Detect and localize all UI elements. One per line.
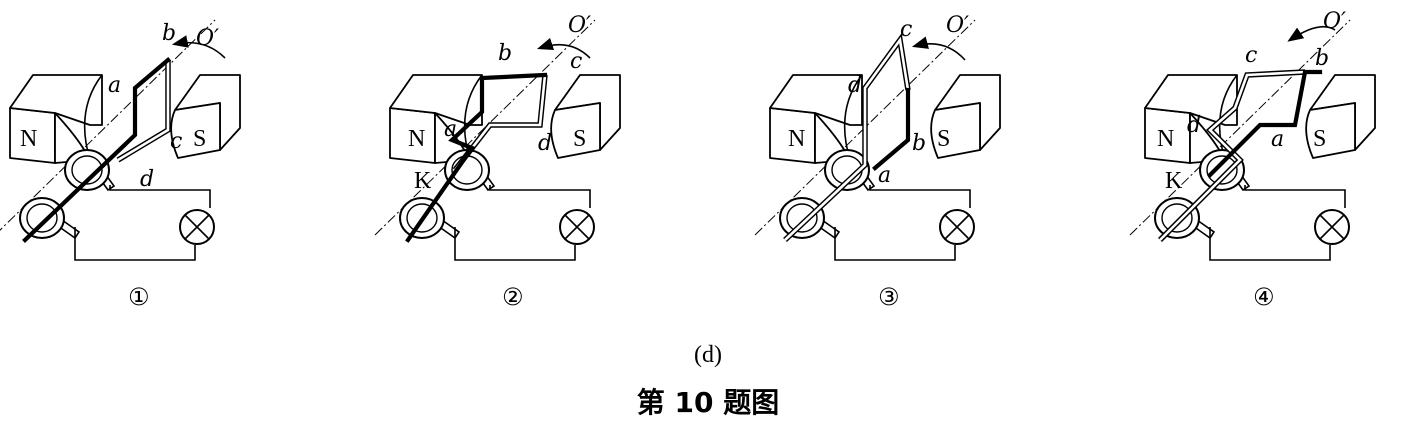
switch-k-label: K bbox=[1165, 168, 1183, 194]
magnet-n-label: N bbox=[408, 126, 425, 152]
label-a: a bbox=[444, 117, 457, 142]
magnet-s-label: S bbox=[1313, 126, 1326, 152]
label-c: c bbox=[570, 49, 582, 74]
panel-3: O′ c d b a N S ③ bbox=[754, 13, 1001, 311]
label-o-prime: O′ bbox=[568, 13, 591, 38]
label-a: a bbox=[878, 163, 891, 188]
switch-k-label: K bbox=[414, 168, 432, 194]
label-d: d bbox=[140, 167, 154, 192]
label-c: c bbox=[1245, 43, 1257, 68]
panel-number: ② bbox=[502, 283, 524, 311]
label-d: d bbox=[538, 131, 552, 156]
label-o-prime: O′ bbox=[196, 26, 219, 51]
magnet-s-label: S bbox=[937, 126, 950, 152]
panel-4: O′ c b d a N S K ④ bbox=[1129, 9, 1376, 311]
figure-caption: 第 10 题图 bbox=[637, 386, 779, 419]
label-b: b bbox=[1315, 46, 1329, 71]
label-b: b bbox=[162, 21, 176, 46]
magnet-s-label: S bbox=[193, 126, 206, 152]
label-a: a bbox=[1271, 127, 1284, 152]
label-c: c bbox=[900, 17, 912, 42]
magnet-n-label: N bbox=[1157, 126, 1174, 152]
label-c: c bbox=[170, 129, 182, 154]
panel-1: O′ b a c d N S ① bbox=[0, 19, 241, 311]
panel-number: ① bbox=[128, 283, 150, 311]
magnet-s-label: S bbox=[573, 126, 586, 152]
label-b: b bbox=[912, 131, 926, 156]
magnet-n-label: N bbox=[788, 126, 805, 152]
magnet-n-label: N bbox=[20, 126, 37, 152]
panel-number: ④ bbox=[1253, 283, 1275, 311]
label-a: a bbox=[108, 73, 121, 98]
label-o-prime: O′ bbox=[1323, 9, 1346, 34]
panel-2: O′ b c a d N S K ② bbox=[374, 13, 621, 311]
subfigure-caption: (d) bbox=[694, 342, 722, 368]
label-b: b bbox=[498, 41, 512, 66]
label-o-prime: O′ bbox=[946, 13, 969, 38]
panel-number: ③ bbox=[878, 283, 900, 311]
label-d: d bbox=[1187, 113, 1201, 138]
label-d: d bbox=[848, 73, 862, 98]
